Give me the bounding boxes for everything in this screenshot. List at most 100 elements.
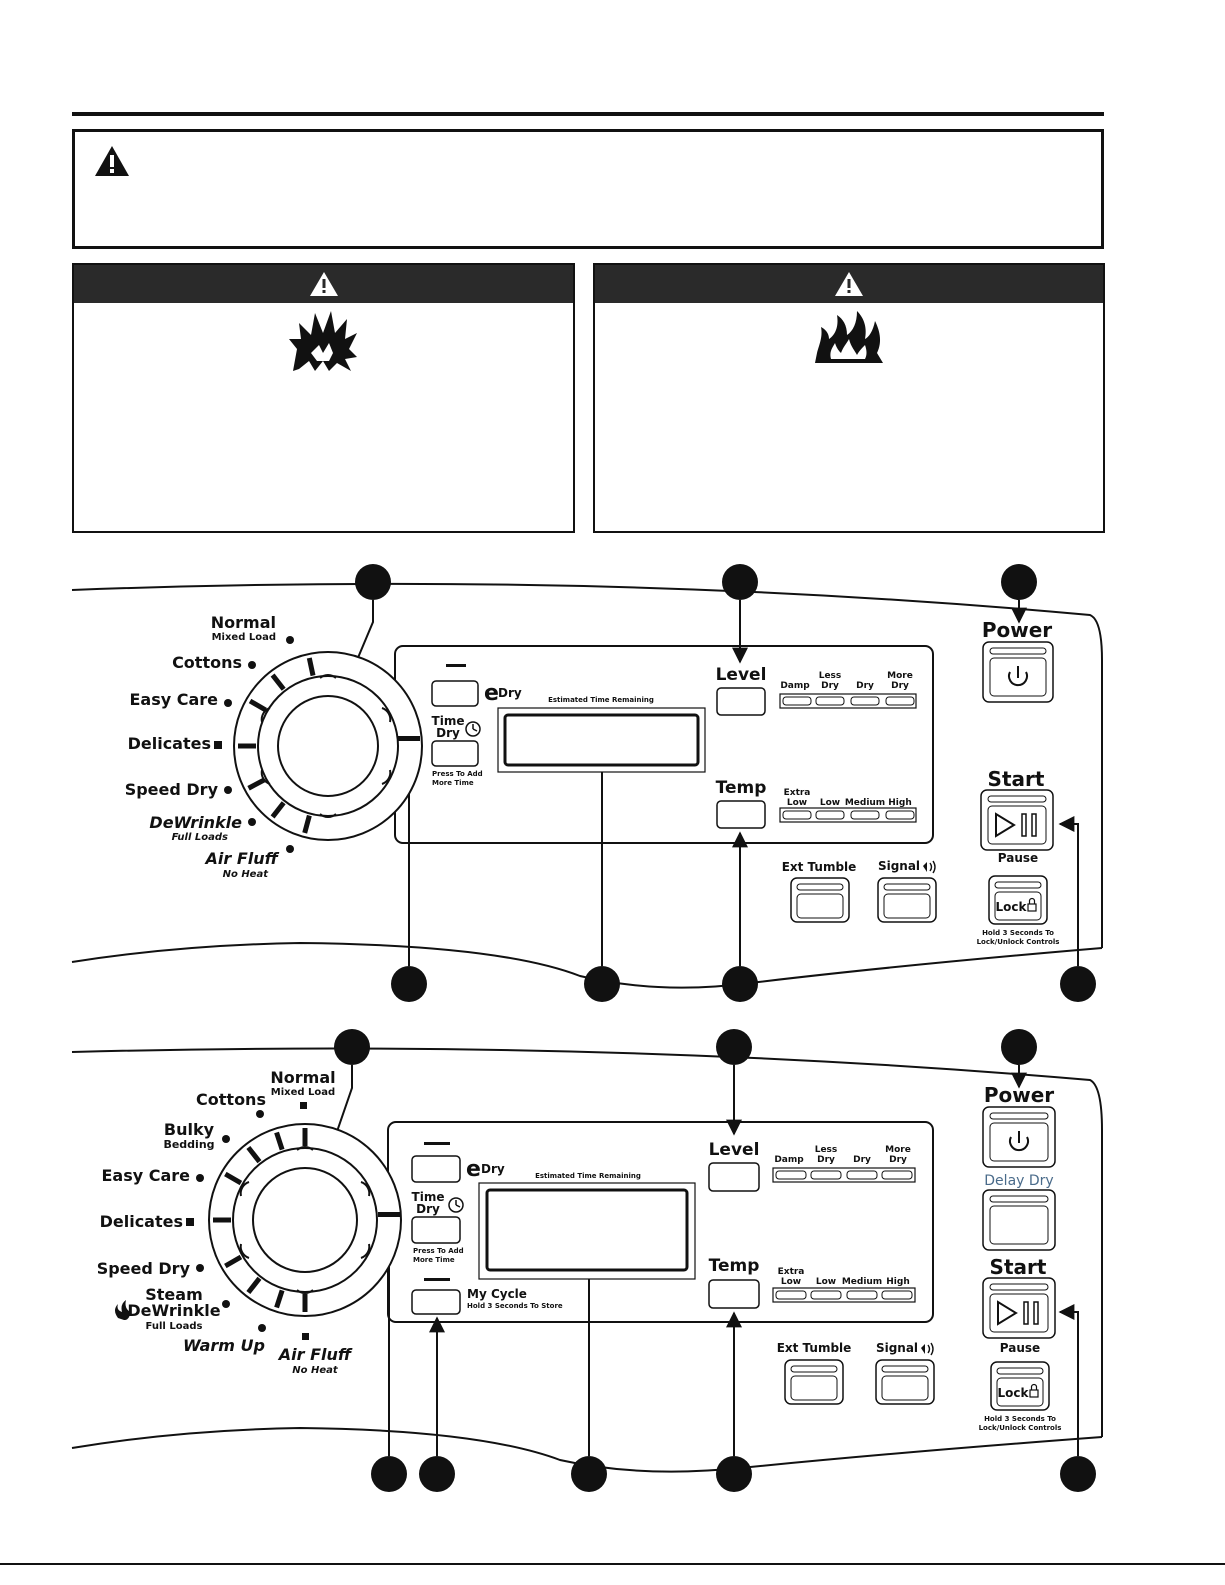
edry-button[interactable]	[431, 680, 479, 707]
ext-tumble-label: Ext Tumble	[782, 860, 857, 874]
temp-option-label: Low	[820, 798, 840, 808]
cycle-selector-dial[interactable]	[233, 651, 423, 841]
cycle-label: Air Fluff	[204, 849, 280, 868]
panel-outline	[71, 941, 1103, 989]
cycle-label: Delicates	[100, 1212, 183, 1231]
cycle-dot	[224, 786, 232, 794]
cycle-selector-dial[interactable]	[208, 1123, 402, 1317]
level-indicator	[810, 1170, 842, 1180]
cycle-dot	[286, 845, 294, 853]
cycle-dot	[214, 741, 222, 749]
pause-label: Pause	[998, 851, 1038, 865]
control-panel-1: Normal Mixed Load Cottons Easy Care Deli…	[71, 564, 1103, 1002]
dial-tick	[306, 657, 316, 677]
temp-option-label: Extra	[778, 1267, 805, 1277]
callout-marker	[584, 966, 620, 1002]
time-dry-button[interactable]	[411, 1216, 461, 1244]
level-indicator	[775, 1170, 807, 1180]
explosion-warning-panel	[72, 263, 575, 533]
temp-option-label: High	[886, 1277, 909, 1287]
level-option-label: More	[885, 1145, 911, 1155]
cycle-label: Steam	[145, 1285, 203, 1304]
press-to-add-hint: Press To Add	[413, 1247, 464, 1255]
bottom-rule	[0, 1563, 1225, 1565]
callout-marker	[371, 1456, 407, 1492]
pause-icon	[1031, 813, 1037, 837]
cycle-sublabel: Mixed Load	[271, 1087, 335, 1098]
temp-button[interactable]	[708, 1279, 760, 1309]
time-dry-label: Time	[412, 1190, 445, 1204]
level-option-label: Dry	[853, 1155, 871, 1165]
ext-tumble-button-face[interactable]	[796, 893, 844, 919]
level-button[interactable]	[716, 687, 766, 716]
my-cycle-hint: Hold 3 Seconds To Store	[467, 1302, 563, 1310]
my-cycle-button[interactable]	[411, 1289, 461, 1315]
cycle-sublabel: No Heat	[223, 869, 270, 880]
temp-indicator	[810, 1290, 842, 1300]
control-panel-2: Normal Mixed Load Cottons Bulky Bedding …	[71, 1029, 1103, 1492]
edry-label: Dry	[481, 1162, 505, 1176]
panel-outline	[71, 582, 1103, 948]
edry-e-logo: e	[484, 681, 499, 706]
delay-dry-button-face[interactable]	[989, 1205, 1049, 1245]
callout-marker	[1060, 966, 1096, 1002]
callout-marker	[334, 1029, 370, 1065]
cycle-dot	[302, 1333, 309, 1340]
level-button[interactable]	[708, 1162, 760, 1192]
cycle-dot	[248, 818, 256, 826]
temp-label: Temp	[716, 778, 767, 798]
play-icon	[997, 1300, 1018, 1326]
warning-icon	[835, 272, 863, 296]
temp-button[interactable]	[716, 800, 766, 829]
cycle-label: Cottons	[172, 653, 242, 672]
time-dry-label: Dry	[416, 1202, 440, 1216]
start-label: Start	[990, 1255, 1047, 1279]
padlock-icon	[1029, 1383, 1039, 1398]
level-indicator	[815, 696, 845, 706]
level-label: Level	[716, 665, 767, 685]
cycle-dot	[196, 1174, 204, 1182]
signal-button-face[interactable]	[881, 1375, 929, 1401]
pause-label: Pause	[1000, 1341, 1040, 1355]
cycle-label: Cottons	[196, 1090, 266, 1109]
level-option-label: Damp	[774, 1155, 804, 1165]
level-option-label: Damp	[780, 681, 810, 691]
cycle-label: Speed Dry	[97, 1259, 191, 1278]
lock-label: Lock	[996, 900, 1028, 914]
cycle-label: DeWrinkle	[127, 1301, 220, 1320]
temp-options: Extra Low Low Medium High	[784, 788, 912, 808]
padlock-icon	[1027, 897, 1037, 912]
time-dry-button[interactable]	[431, 740, 479, 767]
signal-indicator	[883, 883, 931, 891]
time-dry-label: Dry	[436, 726, 460, 740]
play-icon	[995, 812, 1016, 838]
dial-tick	[224, 1254, 243, 1269]
level-option-label: Less	[819, 671, 842, 681]
level-option-label: Dry	[889, 1155, 907, 1165]
level-label: Level	[709, 1140, 760, 1160]
power-icon	[1008, 666, 1028, 687]
panel-outline	[71, 1047, 1103, 1437]
cycle-dot	[258, 1324, 266, 1332]
dial-tick	[246, 1145, 262, 1164]
edry-button[interactable]	[411, 1155, 461, 1183]
pause-icon	[1033, 1301, 1039, 1325]
temp-label: Temp	[709, 1256, 760, 1276]
callout-marker	[571, 1456, 607, 1492]
my-cycle-label: My Cycle	[467, 1287, 527, 1301]
dial-tick-marks	[213, 1128, 308, 1312]
dial-tick	[248, 698, 267, 713]
cycle-dot	[222, 1135, 230, 1143]
cycle-sublabel: Full Loads	[146, 1321, 203, 1332]
dial-tick	[224, 1171, 243, 1186]
cycle-label: Delicates	[128, 734, 211, 753]
signal-button-face[interactable]	[883, 893, 931, 919]
time-display	[485, 1188, 689, 1272]
lock-indicator	[996, 1367, 1044, 1375]
ext-tumble-button-face[interactable]	[790, 1375, 838, 1401]
dial-tick	[247, 777, 266, 791]
temp-indicator	[850, 810, 880, 820]
power-label: Power	[982, 618, 1052, 642]
edry-indicator	[446, 664, 466, 667]
ext-tumble-indicator	[796, 883, 844, 891]
